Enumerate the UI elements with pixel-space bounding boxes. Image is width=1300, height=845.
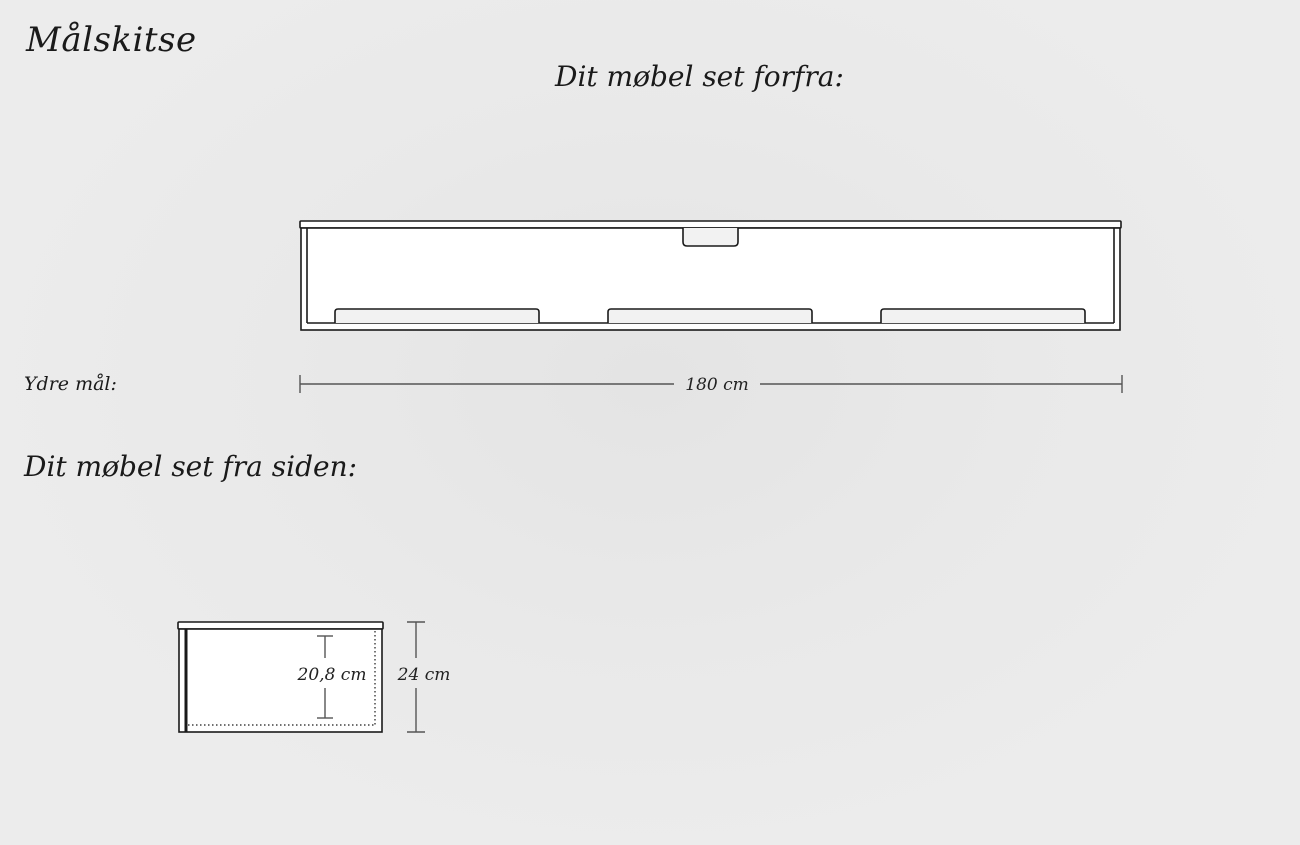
outer-dimensions-label: Ydre mål: <box>24 373 117 395</box>
front-view-title: Dit møbel set forfra: <box>555 60 844 93</box>
side-top-board <box>177 621 384 630</box>
side-body <box>178 628 383 733</box>
drawer-front-middle <box>607 308 813 323</box>
side-view-drawing <box>177 621 384 733</box>
sheet-title: Målskitse <box>26 20 197 60</box>
top-handle-cutout <box>682 228 739 247</box>
drawer-front-left <box>334 308 540 323</box>
inner-height-label: 20,8 cm <box>297 665 367 685</box>
shelf-top-board <box>299 220 1122 229</box>
outer-height-label: 24 cm <box>397 665 451 685</box>
width-dimension <box>299 375 1123 393</box>
front-view-drawing <box>299 220 1122 331</box>
side-view-title: Dit møbel set fra siden: <box>24 450 358 483</box>
drawer-front-right <box>880 308 1086 323</box>
width-dimension-label: 180 cm <box>685 375 749 395</box>
outer-height-dimension <box>407 621 425 733</box>
inner-height-dimension <box>317 635 333 719</box>
